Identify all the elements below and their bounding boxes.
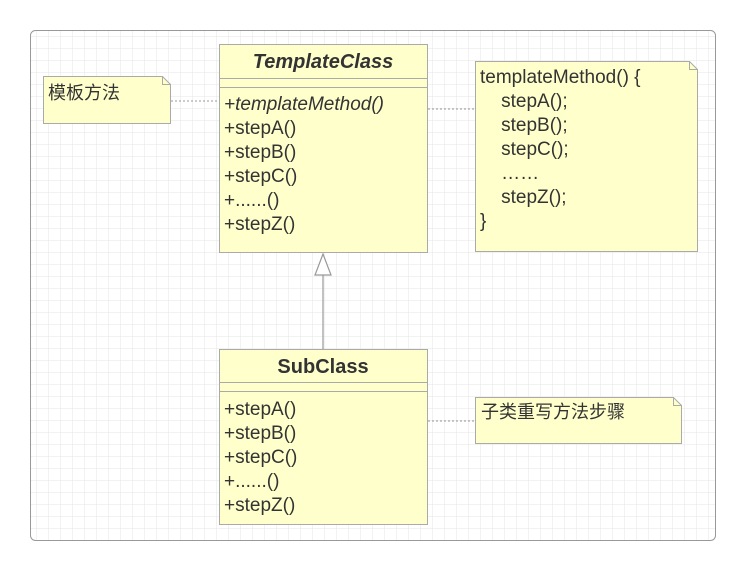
code-note[interactable]: templateMethod() { stepA(); stepB(); ste… (475, 61, 698, 252)
sub-class-steps: +stepA() +stepB() +stepC() +......() +stepZ(… (224, 399, 297, 516)
operation-item: +stepC() (224, 166, 297, 187)
code-note-lines: templateMethod() { stepA(); stepB(); ste… (480, 67, 641, 232)
code-line: stepC(); (480, 139, 569, 160)
operation-item: +stepB() (224, 142, 296, 163)
code-line: stepB(); (480, 115, 568, 136)
code-line: stepZ(); (480, 187, 567, 208)
operation-item: +......() (224, 471, 279, 492)
operation-item: +stepB() (224, 423, 296, 444)
template-method-note[interactable]: 模板方法 (43, 76, 171, 124)
subclass-note-text: 子类重写方法步骤 (481, 402, 625, 423)
code-line: } (480, 211, 486, 232)
operation-item: +stepA() (224, 118, 296, 139)
operation-item: +stepZ() (224, 495, 295, 516)
subclass-note[interactable]: 子类重写方法步骤 (475, 397, 682, 444)
sub-class-name: SubClass (277, 356, 368, 378)
operation-item: +stepC() (224, 447, 297, 468)
code-line: templateMethod() { (480, 67, 641, 88)
template-class-name: TemplateClass (253, 51, 393, 73)
sub-class-box[interactable]: SubClass +stepA() +stepB() +stepC() +......… (219, 349, 428, 525)
template-class-steps: +stepA() +stepB() +stepC() +......() +stepZ(… (224, 118, 297, 235)
operation-item: +......() (224, 190, 279, 211)
inheritance-arrowhead (314, 252, 332, 276)
template-method-operation: +templateMethod() (224, 94, 384, 115)
template-class-box[interactable]: TemplateClass +templateMethod() +stepA()… (219, 44, 428, 253)
code-line: …… (480, 163, 539, 184)
code-line: stepA(); (480, 91, 568, 112)
operation-item: +stepA() (224, 399, 296, 420)
template-method-note-text: 模板方法 (48, 83, 120, 104)
operation-item: +stepZ() (224, 214, 295, 235)
